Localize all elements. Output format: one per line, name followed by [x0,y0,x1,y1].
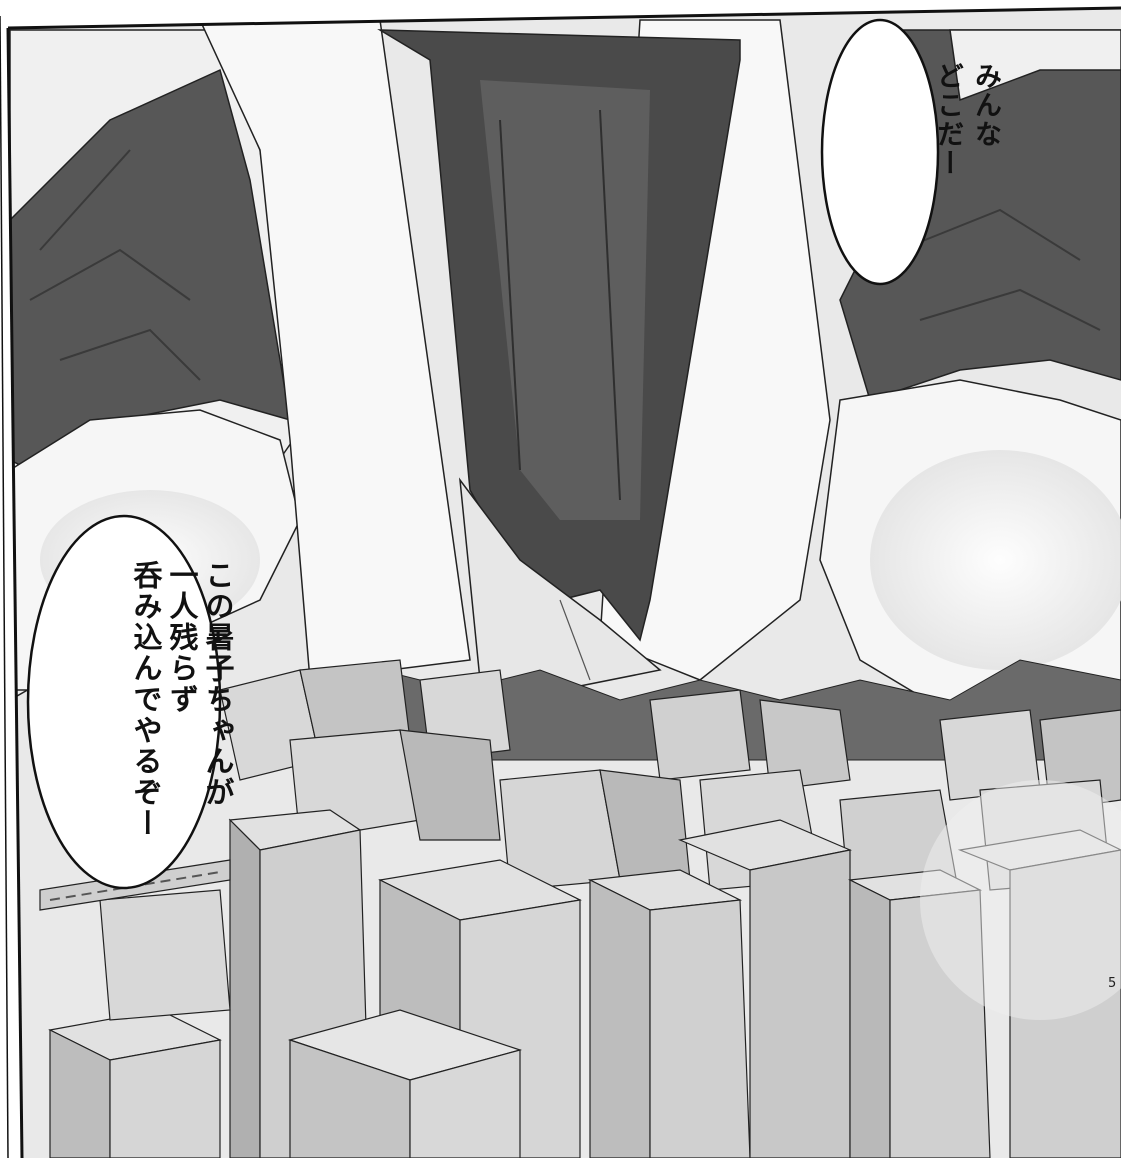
speech-line: どこだー [932,62,963,178]
speech-text-left: この暑子ちゃんが一人残らず呑み込んでやるぞー [56,560,308,870]
speech-bubble-left [26,514,222,890]
speech-line: 一人残らず [165,560,199,715]
city-buildings [39,659,1121,1158]
page-number: 5 [1108,976,1117,991]
speech-bubble-top-right [820,18,940,286]
speech-text-top-right: みんなどこだー [852,62,1080,262]
speech-line: 呑み込んでやるぞー [129,560,163,839]
speech-line: みんな [970,62,1001,149]
speech-line: この暑子ちゃんが [201,560,235,808]
